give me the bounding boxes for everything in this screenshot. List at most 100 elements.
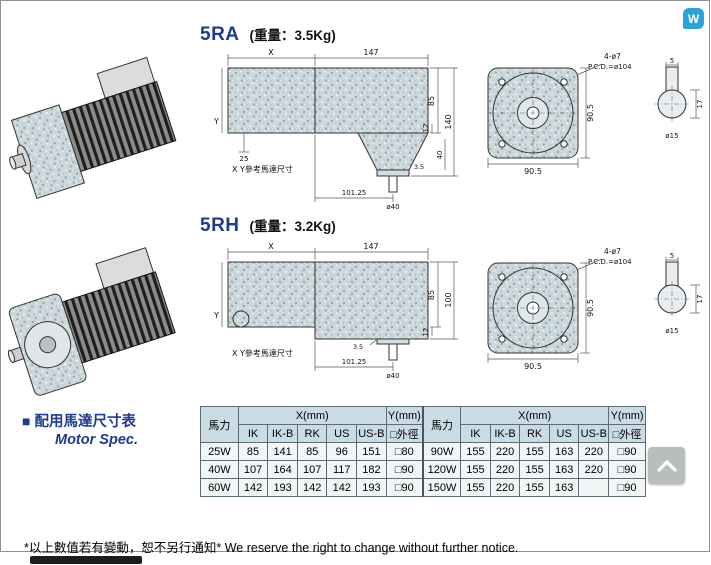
col-header: RK (519, 424, 550, 443)
cell: 220 (489, 460, 521, 479)
bolt-holes (498, 273, 568, 343)
footer-note: *以上數值若有變動，恕不另行通知* We reserve the right t… (24, 541, 519, 555)
5rh-isometric-drawing (7, 247, 176, 396)
table-subheader-row: IK IK-B RK US US-B □外徑 IK IK-B RK US US-… (201, 424, 646, 443)
dim-label-85: 85 (427, 96, 436, 106)
right-dimensions: 85 12 100 (422, 261, 458, 340)
dim-label-85: 85 (427, 290, 436, 300)
top-dimensions: X 147 (227, 242, 429, 260)
cell-power: 90W (421, 442, 462, 461)
cell: 163 (548, 460, 580, 479)
cell-power: 120W (421, 460, 462, 479)
model-weight-5ra: (重量：3.5Kg) (249, 28, 336, 43)
col-header-power-left: 馬力 (200, 406, 239, 443)
horizontal-scrollbar-thumb[interactable] (30, 556, 142, 564)
motor-fins (61, 271, 176, 364)
drawing-note: X Y參考馬達尺寸 (232, 164, 293, 174)
section-title-5ra: 5RA (重量：3.5Kg) (200, 24, 336, 46)
dim-label-x: X (268, 48, 274, 57)
cell: 163 (548, 478, 580, 497)
cell: 182 (356, 460, 387, 479)
dim-label-dia: ø15 (665, 132, 678, 140)
col-header: IK-B (489, 424, 521, 443)
dim-label-12: 12 (422, 328, 430, 337)
dim-label-width: 90.5 (524, 362, 542, 371)
drawing-note: X Y參考馬達尺寸 (232, 348, 293, 358)
housing-detail-circle (232, 310, 250, 328)
motor-spec-table: 馬力 X(mm) Y(mm) 馬力 X(mm) Y(mm) IK IK-B RK… (200, 406, 646, 497)
cell: 107 (296, 460, 328, 479)
shaft-end (9, 156, 17, 170)
cell: 142 (326, 478, 358, 497)
cell: 193 (267, 478, 298, 497)
dim-label-key: 5 (670, 252, 674, 260)
5ra-shaft-detail-drawing: 5 17 ø15 (654, 57, 704, 140)
dim-label-width: 90.5 (524, 167, 542, 176)
col-header: IK (460, 424, 491, 443)
key-dimension: 5 (665, 252, 679, 263)
col-group-y-right: Y(mm) (608, 406, 646, 425)
motor-gearbox-body (227, 261, 429, 361)
dim-label-100: 100 (444, 292, 453, 307)
motor-body (227, 67, 316, 134)
col-group-x-left: X(mm) (237, 406, 387, 425)
5ra-side-view-drawing: X 147 85 12 40 140 3.5 25 101.2 (213, 48, 458, 211)
dim-label-101-25: 101.25 (342, 189, 367, 197)
col-header: US-B (356, 424, 387, 443)
cell: 164 (267, 460, 298, 479)
brand-logo-letter: W (687, 11, 700, 26)
dim-label-17: 17 (696, 295, 704, 304)
left-dimension: Y (213, 68, 223, 133)
cell: 155 (460, 442, 491, 461)
dim-label-bolt-holes: 4-ø7 (604, 247, 621, 256)
col-header: RK (296, 424, 328, 443)
boss-plate (376, 338, 410, 345)
dim-label-height: 90.5 (586, 299, 595, 317)
cell: 155 (519, 460, 550, 479)
table-row: 25W 85 141 85 96 151 □80 90W 155 220 155… (200, 442, 646, 461)
dim-label-3-5: 3.5 (353, 343, 363, 351)
dim-label-3-5: 3.5 (414, 163, 424, 171)
output-shaft (388, 175, 398, 193)
cell-power: 60W (200, 478, 239, 497)
table-row: 60W 142 193 142 142 193 □90 150W 155 220… (200, 478, 646, 497)
5ra-isometric-drawing (9, 56, 177, 199)
table-header-row: 馬力 X(mm) Y(mm) 馬力 X(mm) Y(mm) (200, 406, 646, 443)
dim-label-shaft-dia: ø40 (386, 372, 399, 380)
dim-label-x: X (268, 242, 274, 251)
dim-label-pcd: P.C.D.=ø104 (588, 63, 632, 71)
5rh-motor-3d (7, 247, 176, 396)
cell-od: □90 (608, 478, 646, 497)
motor-fins (60, 80, 177, 173)
hollow-bore (39, 336, 57, 354)
col-header: US-B (578, 424, 610, 443)
col-header: IK (237, 424, 269, 443)
cell: 141 (267, 442, 298, 461)
motor-body (227, 261, 316, 328)
cell: 142 (296, 478, 328, 497)
cell: 155 (519, 478, 550, 497)
cell-power: 40W (200, 460, 239, 479)
dim-label-y: Y (213, 311, 219, 320)
5ra-front-view-drawing: 4-ø7 P.C.D.=ø104 90.5 90.5 (487, 52, 632, 176)
boss-plate (376, 169, 410, 177)
scroll-top-button[interactable] (648, 447, 685, 484)
brand-logo: W (683, 8, 704, 29)
output-shaft (388, 343, 398, 361)
cell: 85 (296, 442, 328, 461)
cell-od: □90 (608, 442, 646, 461)
shaft-dimensions: 17 ø15 (665, 89, 704, 140)
right-dimensions: 85 12 40 140 3.5 (411, 67, 458, 177)
col-group-x-right: X(mm) (460, 406, 610, 425)
5rh-front-view-drawing: 4-ø7 P.C.D.=ø104 90.5 90.5 (487, 247, 632, 371)
col-header-od: □外徑 (385, 424, 424, 443)
front-dimensions: 90.5 90.5 (487, 262, 595, 371)
dim-label-key: 5 (670, 57, 674, 65)
5rh-side-view-drawing: X 147 85 12 100 3.5 101.25 ø40 X Y參考馬達 (213, 242, 458, 380)
col-header: IK-B (267, 424, 298, 443)
bottom-dimensions: 25 101.25 ø40 X Y參考馬達尺寸 (232, 133, 400, 211)
dim-label-bolt-holes: 4-ø7 (604, 52, 621, 61)
spec-table-title: ■配用馬達尺寸表 (22, 410, 136, 431)
col-header: US (326, 424, 358, 443)
